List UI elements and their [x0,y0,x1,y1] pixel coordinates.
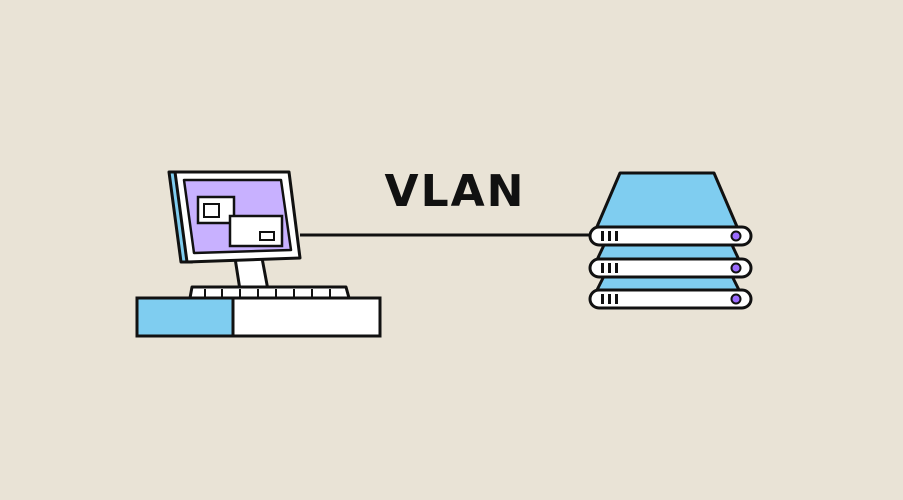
server-unit [588,225,753,247]
desktop-computer-icon [135,170,382,338]
server-stack-icon [588,171,753,310]
server-unit [588,288,753,310]
server-unit [588,257,753,279]
vlan-label: VLAN [384,166,526,217]
